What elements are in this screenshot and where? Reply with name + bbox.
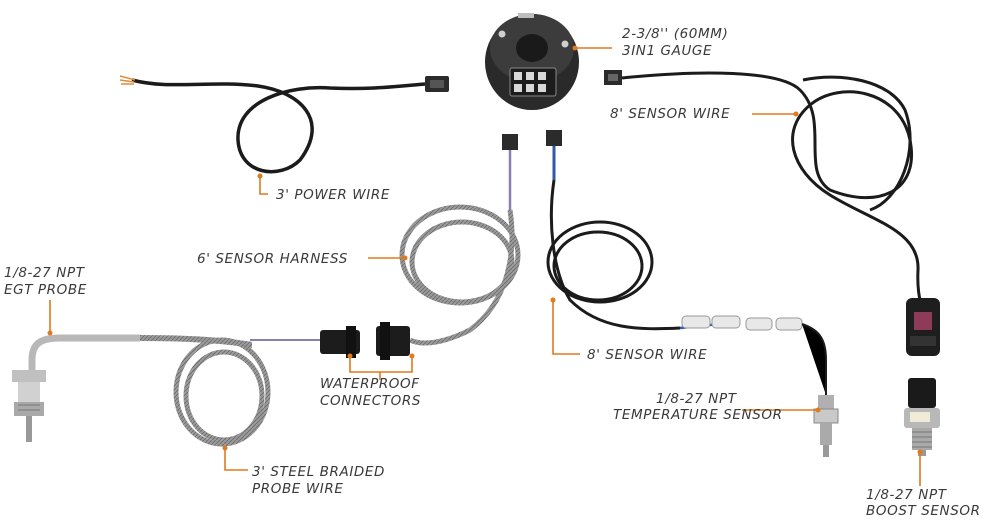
power-wire	[119, 75, 449, 174]
sensor-wire-mid-label: 8' SENSOR WIRE	[587, 347, 707, 363]
sensor-harness	[399, 134, 521, 346]
braided-wire-label-line1: 3' STEEL BRAIDED	[252, 464, 385, 480]
gauge	[485, 13, 579, 110]
egt-probe-label-line2: EGT PROBE	[4, 282, 87, 298]
egt-probe	[12, 334, 140, 442]
steel-braided-probe-wire	[139, 335, 271, 447]
waterproof-connectors	[250, 322, 410, 360]
temperature-sensor-label-line1: 1/8-27 NPT	[656, 391, 738, 407]
leader-lines	[47, 45, 923, 486]
boost-sensor-wire	[604, 70, 940, 356]
temperature-sensor-wire	[546, 130, 741, 331]
waterproof-label-line2: CONNECTORS	[320, 393, 421, 409]
egt-probe-label-line1: 1/8-27 NPT	[4, 265, 86, 281]
braided-wire-label-line2: PROBE WIRE	[252, 481, 343, 497]
gauge-label-line2: 3IN1 GAUGE	[622, 43, 712, 59]
temperature-sensor-label-line2: TEMPERATURE SENSOR	[613, 407, 783, 423]
boost-sensor-label-line1: 1/8-27 NPT	[866, 487, 948, 503]
sensor-wire-top-label: 8' SENSOR WIRE	[610, 106, 730, 122]
boost-sensor	[904, 378, 940, 456]
waterproof-label-line1: WATERPROOF	[320, 376, 420, 392]
power-wire-label: 3' POWER WIRE	[276, 187, 390, 203]
temperature-sensor	[745, 317, 839, 457]
gauge-label-line1: 2-3/8'' (60MM)	[622, 26, 728, 42]
sensor-harness-label: 6' SENSOR HARNESS	[197, 251, 348, 267]
boost-sensor-label-line2: BOOST SENSOR	[866, 503, 981, 519]
